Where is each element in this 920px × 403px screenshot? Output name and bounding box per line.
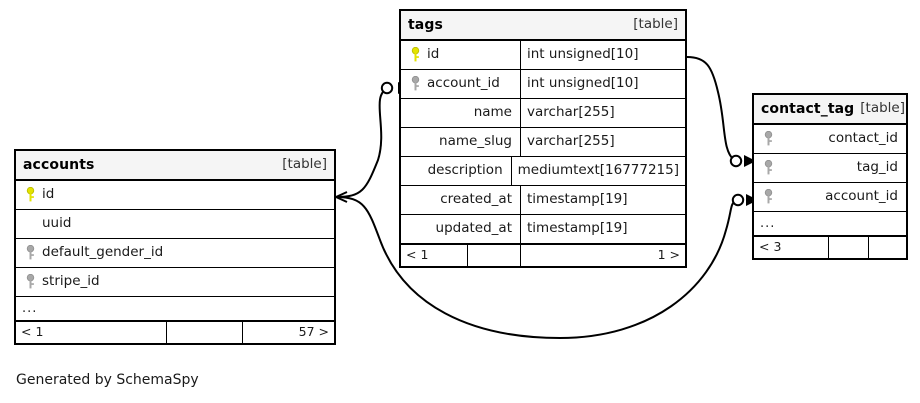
table-row[interactable]: account_id int unsigned[10] xyxy=(401,70,685,99)
column-cell-name: id xyxy=(16,181,334,209)
more-columns-indicator: ... xyxy=(16,297,334,321)
table-kind-tags: [table] xyxy=(633,16,678,33)
column-cell-name: name xyxy=(401,99,520,127)
relationship-accounts-contacttag xyxy=(335,196,737,340)
column-name: tag_id xyxy=(856,159,898,176)
column-name: account_id xyxy=(427,75,500,92)
column-name: updated_at xyxy=(435,220,512,237)
foreign-key-icon xyxy=(407,76,423,92)
table-header-contact-tag: contact_tag [table] xyxy=(754,95,906,125)
column-name: account_id xyxy=(825,188,898,205)
table-row[interactable]: id int unsigned[10] xyxy=(401,41,685,70)
table-title-contact-tag: contact_tag xyxy=(761,101,855,117)
column-type: timestamp[19] xyxy=(520,215,685,243)
table-footer-contact-tag: < 3 xyxy=(754,236,906,258)
column-cell-name: description xyxy=(401,157,511,185)
table-kind-accounts: [table] xyxy=(282,156,327,173)
footer-middle-cell xyxy=(467,245,520,266)
table-title-accounts: accounts xyxy=(23,157,95,173)
column-name: default_gender_id xyxy=(42,244,164,261)
column-type: varchar[255] xyxy=(520,99,685,127)
table-row[interactable]: description mediumtext[16777215] xyxy=(401,157,685,186)
column-cell-name: uuid xyxy=(16,210,334,238)
connector-endpoints xyxy=(335,81,758,207)
footer-middle-cell xyxy=(166,322,242,343)
table-header-tags: tags [table] xyxy=(401,11,685,41)
column-cell-name: updated_at xyxy=(401,215,520,243)
column-type: mediumtext[16777215] xyxy=(510,157,685,185)
column-name: created_at xyxy=(440,191,512,208)
table-title-tags: tags xyxy=(408,17,443,33)
column-cell-name: stripe_id xyxy=(16,268,334,296)
column-type: int unsigned[10] xyxy=(520,70,685,98)
column-name: name xyxy=(473,104,512,121)
footer-child-count[interactable]: 1 > xyxy=(520,245,685,266)
relationship-tags-contacttag xyxy=(686,56,735,161)
foreign-key-icon xyxy=(22,274,38,290)
column-cell-name: created_at xyxy=(401,186,520,214)
footer-child-count[interactable]: 57 > xyxy=(242,322,334,343)
column-cell-name: name_slug xyxy=(401,128,520,156)
table-box-accounts[interactable]: accounts [table] id uuid xyxy=(14,149,336,345)
column-type: varchar[255] xyxy=(520,128,685,156)
footer-child-count xyxy=(868,237,906,258)
foreign-key-icon xyxy=(22,245,38,261)
footer-parent-count[interactable]: < 1 xyxy=(21,324,44,340)
primary-key-icon xyxy=(22,187,38,203)
footer-parent-count[interactable]: < 3 xyxy=(759,239,782,255)
table-row[interactable]: updated_at timestamp[19] xyxy=(401,215,685,244)
column-name: stripe_id xyxy=(42,273,100,290)
column-name: id xyxy=(427,46,440,63)
table-row[interactable]: name varchar[255] xyxy=(401,99,685,128)
column-cell-name: contact_id xyxy=(754,125,906,153)
column-cell-name: account_id xyxy=(401,70,520,98)
column-cell-name: id xyxy=(401,41,520,69)
more-columns-indicator: ... xyxy=(754,212,906,236)
column-cell-name: tag_id xyxy=(754,154,906,182)
foreign-key-icon xyxy=(760,189,776,205)
relationship-accounts-tags xyxy=(335,87,389,198)
column-cell-name: default_gender_id xyxy=(16,239,334,267)
table-header-accounts: accounts [table] xyxy=(16,151,334,181)
table-row[interactable]: stripe_id xyxy=(16,268,334,297)
column-name: name_slug xyxy=(439,133,512,150)
generator-caption: Generated by SchemaSpy xyxy=(16,372,199,388)
column-name: contact_id xyxy=(828,130,898,147)
primary-key-icon xyxy=(407,47,423,63)
table-footer-accounts: < 1 57 > xyxy=(16,321,334,343)
table-row[interactable]: account_id xyxy=(754,183,906,212)
table-box-contact-tag[interactable]: contact_tag [table] contact_id xyxy=(752,93,908,260)
table-row[interactable]: name_slug varchar[255] xyxy=(401,128,685,157)
footer-middle-cell xyxy=(828,237,868,258)
table-footer-tags: < 1 1 > xyxy=(401,244,685,266)
table-row[interactable]: tag_id xyxy=(754,154,906,183)
column-type: int unsigned[10] xyxy=(520,41,685,69)
footer-parent-count[interactable]: < 1 xyxy=(406,247,429,263)
table-kind-contact-tag: [table] xyxy=(860,100,906,117)
table-row[interactable]: id xyxy=(16,181,334,210)
table-row[interactable]: uuid xyxy=(16,210,334,239)
column-name: id xyxy=(42,186,55,203)
column-cell-name: account_id xyxy=(754,183,906,211)
foreign-key-icon xyxy=(760,131,776,147)
foreign-key-icon xyxy=(760,160,776,176)
table-row[interactable]: default_gender_id xyxy=(16,239,334,268)
column-name: uuid xyxy=(42,215,72,232)
table-box-tags[interactable]: tags [table] id int unsigned[10] xyxy=(399,9,687,268)
column-type: timestamp[19] xyxy=(520,186,685,214)
table-row[interactable]: created_at timestamp[19] xyxy=(401,186,685,215)
table-row[interactable]: contact_id xyxy=(754,125,906,154)
column-name: description xyxy=(427,162,503,179)
